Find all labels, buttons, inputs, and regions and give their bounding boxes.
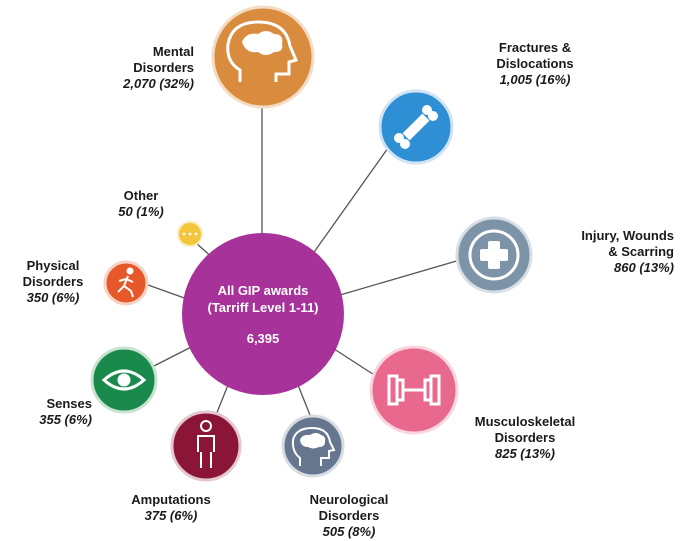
label-injury: Injury, Wounds & Scarring 860 (13%) xyxy=(581,228,674,275)
fractures-node xyxy=(378,89,454,165)
neurological-node xyxy=(281,414,345,478)
senses-node xyxy=(90,346,158,414)
label-senses: Senses 355 (6%) xyxy=(39,396,92,427)
center-label: All GIP awards (Tarriff Level 1-11) 6,39… xyxy=(183,282,343,347)
label-mental: Mental Disorders 2,070 (32%) xyxy=(123,44,194,91)
label-amputations: Amputations 375 (6%) xyxy=(131,492,211,523)
brain-head-icon xyxy=(291,426,336,466)
label-other: Other 50 (1%) xyxy=(118,188,164,219)
other-node xyxy=(177,221,203,247)
center-total: 6,395 xyxy=(246,331,280,346)
brain-head-icon xyxy=(226,20,299,82)
bone-icon xyxy=(394,105,438,149)
center-circle xyxy=(182,233,344,395)
running-person-icon xyxy=(117,267,134,298)
physical-node xyxy=(103,260,149,306)
ellipsis-icon xyxy=(182,232,198,236)
label-musculoskeletal: Musculoskeletal Disorders 825 (13%) xyxy=(474,414,576,461)
label-physical: Physical Disorders 350 (6%) xyxy=(22,258,84,305)
amputations-node xyxy=(170,410,242,482)
center-title-line1: All GIP awards xyxy=(217,283,309,298)
medical-cross-icon xyxy=(480,241,508,269)
dumbbell-icon xyxy=(387,374,441,406)
label-neurological: Neurological Disorders 505 (8%) xyxy=(309,492,389,539)
center-title-line2: (Tarriff Level 1-11) xyxy=(207,300,319,315)
label-fractures: Fractures & Dislocations 1,005 (16%) xyxy=(496,40,574,87)
musculoskeletal-node xyxy=(369,345,459,435)
mental-disorders-node xyxy=(211,5,315,109)
injury-node xyxy=(455,216,533,294)
eye-icon xyxy=(101,369,147,391)
person-icon xyxy=(197,420,215,468)
